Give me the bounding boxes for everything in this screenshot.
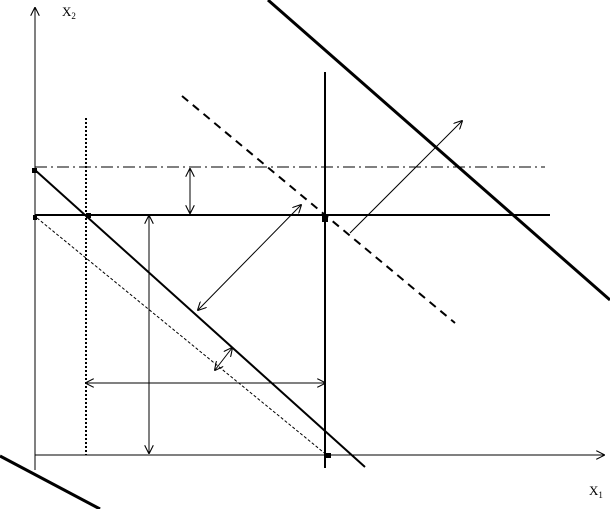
point-marker-left: [33, 215, 37, 220]
y-axis-label: X2: [62, 4, 76, 21]
dashed-objective-line: [181, 95, 456, 324]
small-offset-arrow: [215, 348, 232, 370]
upper-right-boundary-line: [267, 0, 610, 302]
shift-arrow: [198, 205, 301, 310]
diagonal-constraint-line: [34, 169, 366, 468]
point-marker-dotted-intersection: [86, 213, 91, 218]
x-axis-label: X1: [589, 483, 603, 500]
gradient-direction-arrow: [349, 121, 462, 234]
thin-dashed-diagonal-line: [36, 217, 329, 457]
lower-left-boundary-line: [0, 454, 101, 509]
point-marker-bottom: [326, 453, 331, 458]
point-marker-top-left: [32, 168, 37, 173]
point-marker-vertex: [322, 215, 328, 222]
